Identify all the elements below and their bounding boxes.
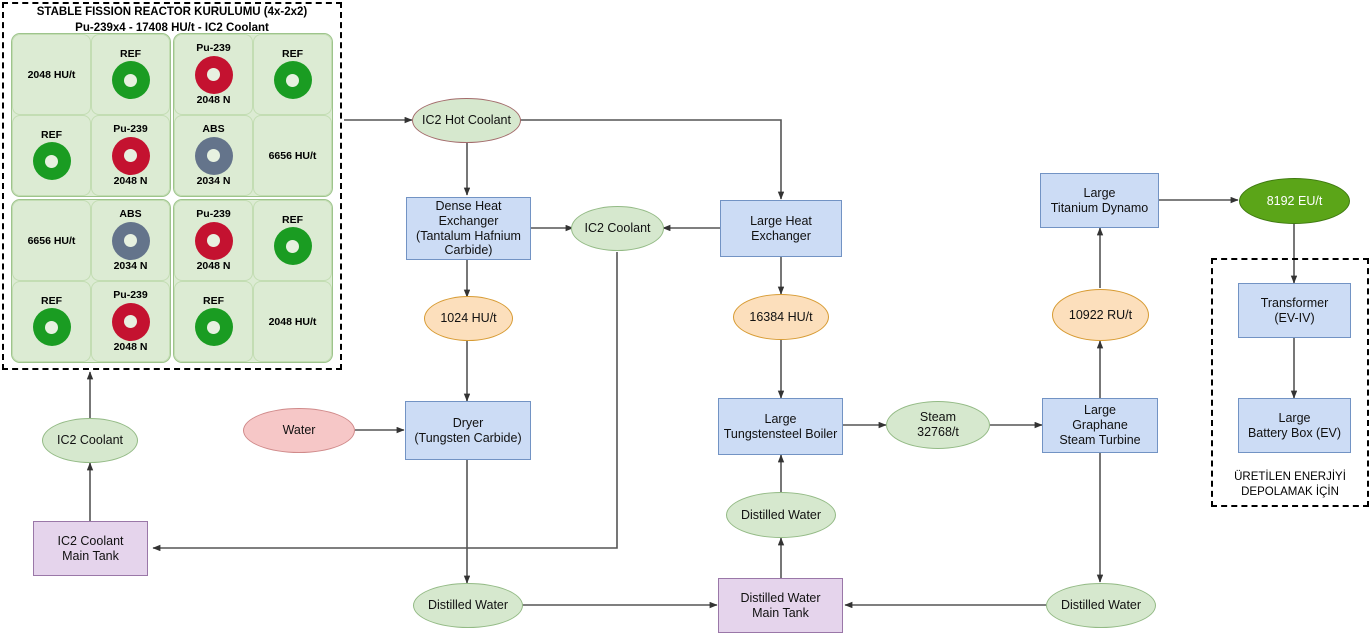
reactor-cell-ref[interactable]: REF (12, 281, 91, 362)
reactor-cell-ref[interactable]: REF (91, 34, 170, 115)
node-dense-heat-exchanger[interactable]: Dense Heat Exchanger (Tantalum Hafnium C… (406, 197, 531, 260)
node-steam[interactable]: Steam 32768/t (886, 401, 990, 449)
node-8192-eu[interactable]: 8192 EU/t (1239, 178, 1350, 224)
cell-sublabel: 2048 N (113, 340, 148, 353)
reactor-cell-ref[interactable]: REF (253, 200, 332, 281)
node-water[interactable]: Water (243, 408, 355, 453)
reactor-cell-pu-239[interactable]: Pu-239 2048 N (91, 281, 170, 362)
node-16384-hu[interactable]: 16384 HU/t (733, 294, 829, 340)
reactor-rod-icon (111, 136, 150, 175)
node-ic2-coolant-main-tank[interactable]: IC2 Coolant Main Tank (33, 521, 148, 576)
cell-label: Pu-239 (196, 207, 231, 220)
reactor-title-line2: Pu-239x4 - 17408 HU/t - IC2 Coolant (75, 21, 269, 34)
reactor-rod-icon (111, 61, 150, 100)
reactor-rod-icon (194, 136, 233, 175)
node-distilled-water-main-tank[interactable]: Distilled Water Main Tank (718, 578, 843, 633)
reactor-quadrant: Pu-239 2048 N REF REF 2048 HU/t (173, 199, 333, 363)
cell-label: Pu-239 (196, 41, 231, 54)
heat-value: 6656 HU/t (27, 234, 76, 247)
heat-value: 2048 HU/t (27, 68, 76, 81)
reactor-rod-icon (194, 55, 233, 94)
node-distilled-water-right[interactable]: Distilled Water (1046, 583, 1156, 628)
reactor-cell-heat-vent[interactable]: 2048 HU/t (253, 281, 332, 362)
cell-label: REF (282, 47, 303, 60)
reactor-rod-icon (194, 221, 233, 260)
reactor-cell-ref[interactable]: REF (174, 281, 253, 362)
cell-label: ABS (119, 207, 142, 220)
reactor-rod-icon (111, 221, 150, 260)
cell-label: Pu-239 (113, 122, 148, 135)
node-dryer[interactable]: Dryer (Tungsten Carbide) (405, 401, 531, 460)
cell-label: REF (41, 128, 62, 141)
reactor-cell-pu-239[interactable]: Pu-239 2048 N (91, 115, 170, 196)
node-distilled-water-left[interactable]: Distilled Water (413, 583, 523, 628)
reactor-rod-icon (32, 142, 71, 181)
cell-label: REF (203, 294, 224, 307)
reactor-title-line1: STABLE FISSION REACTOR KURULUMU (4x-2x2) (36, 6, 308, 18)
cell-label: Pu-239 (113, 288, 148, 301)
cell-sublabel: 2048 N (196, 93, 231, 106)
node-large-tungstensteel-boiler[interactable]: Large Tungstensteel Boiler (718, 398, 843, 455)
heat-value: 6656 HU/t (268, 149, 317, 162)
reactor-rod-icon (111, 302, 150, 341)
reactor-quadrant: 6656 HU/t ABS 2034 N REF Pu-239 2048 N (11, 199, 171, 363)
node-1024-hu[interactable]: 1024 HU/t (424, 296, 513, 341)
reactor-cell-ref[interactable]: REF (253, 34, 332, 115)
reactor-cell-heat-vent[interactable]: 6656 HU/t (253, 115, 332, 196)
energy-storage-group (1211, 258, 1369, 507)
reactor-rod-icon (194, 308, 233, 347)
node-transformer[interactable]: Transformer (EV-IV) (1238, 283, 1351, 338)
reactor-cell-heat-vent[interactable]: 2048 HU/t (12, 34, 91, 115)
node-large-titanium-dynamo[interactable]: Large Titanium Dynamo (1040, 173, 1159, 228)
node-large-battery-box[interactable]: Large Battery Box (EV) (1238, 398, 1351, 453)
energy-storage-caption: ÜRETİLEN ENERJİYİ DEPOLAMAK İÇİN (1234, 471, 1346, 498)
reactor-title: STABLE FISSION REACTOR KURULUMU (4x-2x2)… (2, 5, 342, 36)
cell-sublabel: 2048 N (113, 174, 148, 187)
node-large-heat-exchanger[interactable]: Large Heat Exchanger (720, 200, 842, 257)
cell-label: REF (41, 294, 62, 307)
reactor-cell-abs[interactable]: ABS 2034 N (91, 200, 170, 281)
cell-label: REF (282, 213, 303, 226)
cell-label: REF (120, 47, 141, 60)
cell-label: ABS (202, 122, 225, 135)
reactor-cell-pu-239[interactable]: Pu-239 2048 N (174, 34, 253, 115)
node-10922-ru[interactable]: 10922 RU/t (1052, 289, 1149, 341)
node-distilled-water-boiler-feed[interactable]: Distilled Water (726, 492, 836, 538)
node-large-graphane-steam-turbine[interactable]: Large Graphane Steam Turbine (1042, 398, 1158, 453)
reactor-rod-icon (273, 61, 312, 100)
reactor-rod-icon (273, 227, 312, 266)
reactor-rod-icon (32, 308, 71, 347)
reactor-cell-pu-239[interactable]: Pu-239 2048 N (174, 200, 253, 281)
node-ic2-coolant-mid[interactable]: IC2 Coolant (571, 206, 664, 251)
cell-sublabel: 2048 N (196, 259, 231, 272)
wire-hotcoolant-to-largehx (520, 119, 785, 200)
node-ic2-coolant-left[interactable]: IC2 Coolant (42, 418, 138, 463)
reactor-cell-ref[interactable]: REF (12, 115, 91, 196)
reactor-quadrant: Pu-239 2048 N REF ABS 2034 N 6656 HU/t (173, 33, 333, 197)
reactor-cell-abs[interactable]: ABS 2034 N (174, 115, 253, 196)
node-ic2-hot-coolant[interactable]: IC2 Hot Coolant (412, 98, 521, 143)
cell-sublabel: 2034 N (113, 259, 148, 272)
heat-value: 2048 HU/t (268, 315, 317, 328)
reactor-cell-heat-vent[interactable]: 6656 HU/t (12, 200, 91, 281)
cell-sublabel: 2034 N (196, 174, 231, 187)
